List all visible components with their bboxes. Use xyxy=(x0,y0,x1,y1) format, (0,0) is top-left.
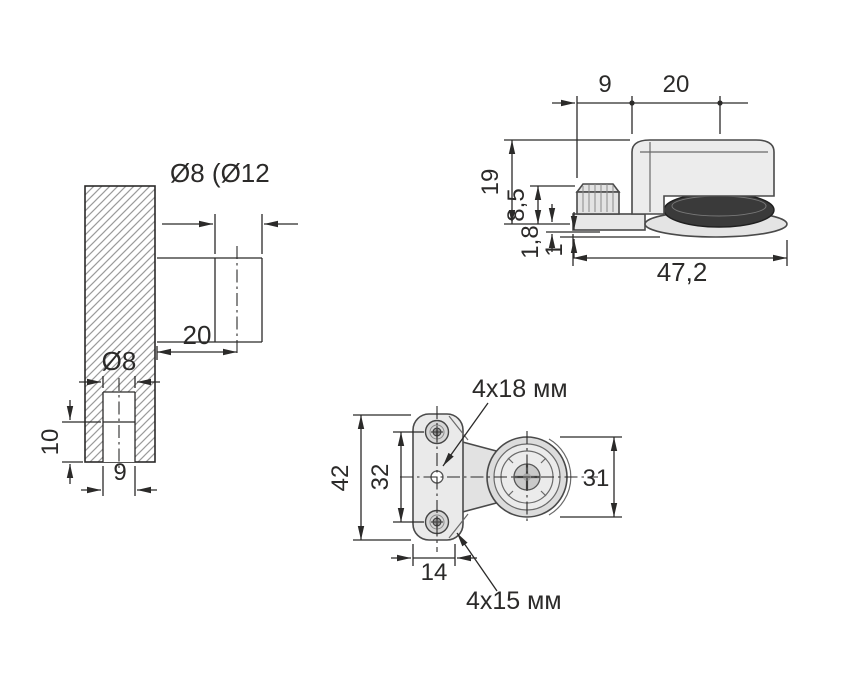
cam-housing xyxy=(631,139,775,215)
leader-line xyxy=(442,402,489,467)
spline-ridges xyxy=(582,184,614,212)
dim-9-label: 9 xyxy=(113,459,126,486)
dim-side-20-label: 20 xyxy=(663,71,690,98)
dim-20-label: 20 xyxy=(183,320,212,350)
rubber-ring xyxy=(663,192,775,228)
screw-top-callout: 4x18 мм xyxy=(472,375,568,403)
bottom-hole-outline xyxy=(102,391,136,462)
spline-knob xyxy=(576,191,620,215)
dim-472-label: 47,2 xyxy=(657,257,708,287)
dim-hole-label: Ø8 (Ø12 xyxy=(170,158,270,188)
dim-31-label: 31 xyxy=(583,465,610,492)
dim-dot xyxy=(717,100,723,106)
dim-1-label: 1 xyxy=(541,243,568,256)
plate-edge xyxy=(572,213,646,231)
dim-19-label: 19 xyxy=(477,169,504,196)
dim-10-label: 10 xyxy=(37,429,64,456)
screw-bottom-callout: 4x15 мм xyxy=(466,587,562,615)
dim-dia8-label: Ø8 xyxy=(102,346,137,376)
edge-hole-outline xyxy=(157,257,263,343)
dim-32-label: 32 xyxy=(367,464,394,491)
dim-14-label: 14 xyxy=(421,559,448,586)
fastener-side-view: 9 20 19 8,5 1,8 1 47,2 xyxy=(477,71,788,287)
panel-section-view: Ø8 (Ø12 20 Ø8 10 9 xyxy=(37,158,298,496)
leader-line xyxy=(456,532,498,592)
dim-18-label: 1,8 xyxy=(517,225,544,258)
dim-side-9-label: 9 xyxy=(598,71,611,98)
dim-85-label: 8,5 xyxy=(503,188,530,221)
plate-chamfer-line xyxy=(448,513,469,539)
fastener-top-view: 42 32 31 14 4x18 мм 4x15 мм xyxy=(327,375,622,615)
cam-notches xyxy=(507,457,547,497)
dim-42-label: 42 xyxy=(327,465,354,492)
dim-dot xyxy=(629,100,635,106)
